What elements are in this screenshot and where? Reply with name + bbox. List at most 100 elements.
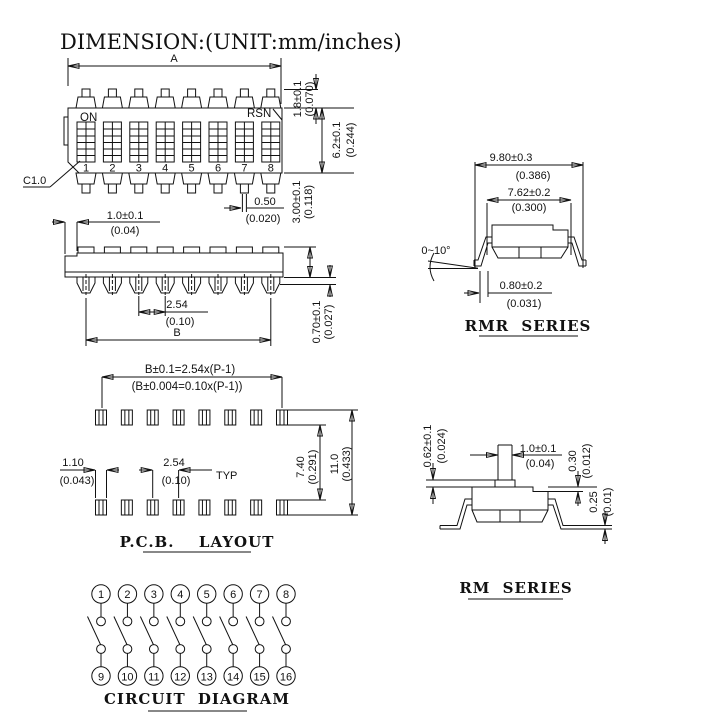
bottom-pin-base [75,172,97,185]
contact-circle [175,616,186,627]
bottom-pin [266,183,276,194]
switch-number: 4 [162,163,168,175]
top-view: A ON RSN C1.0 1.8±0.1 (0.070) 6.2±0.1 (0… [23,53,357,225]
contact-circle [96,616,106,627]
terminal-circle-bottom [249,666,270,686]
pcb-pad [172,499,185,516]
switch-number: 6 [215,163,221,175]
rmr-series-title: RMR SERIES [465,317,592,335]
dim-pin-pitch: 2.54 [166,299,187,311]
dim-row-spacing-in: (0.291) [307,450,319,485]
rsn-label: RSN [247,108,271,120]
bottom-pin [81,183,91,194]
dim-pad-width-in: (0.043) [60,475,95,487]
bottom-pin [160,183,170,194]
bottom-pin-base [154,172,176,185]
side-view: 1.0±0.1 (0.04) 2.54 (0.10) B 3.00±0.1 (0… [52,181,336,346]
pcb-formula-mm: B±0.1=2.54x(P-1) [145,364,236,376]
bottom-pin-base [233,172,255,185]
contact-circle [122,644,133,654]
contact-circle [281,616,291,627]
pcb-pad [198,409,211,426]
side-view-units [76,246,281,295]
switch-number: 1 [83,163,89,175]
side-pin [129,276,149,294]
top-pin [213,88,223,98]
top-pin-base [128,96,150,109]
terminal-circle-bottom [91,666,111,686]
dim-step-height-in: (0.012) [581,444,593,479]
dim-overall-width-in: (0.386) [516,170,551,182]
bottom-pin-base [128,172,150,185]
terminal-number-top: 5 [204,589,210,601]
dim-pin-pitch-in: (0.10) [166,316,195,328]
rmr-series-view: 9.80±0.3 (0.386) 7.62±0.2 (0.300) 0~10° … [421,152,592,337]
top-pin-base [260,96,282,109]
top-pin-base [154,96,176,109]
dim-foot-width-in: (0.031) [507,298,542,310]
dim-body-width: 6.2±0.1 [331,122,343,159]
pcb-pads [95,409,288,516]
switch-number: 5 [189,163,195,175]
top-pin [81,88,91,98]
side-pin [208,276,228,294]
page-title: DIMENSION:(UNIT:mm/inches) [60,30,402,54]
actuator-tab [209,246,227,254]
terminal-circle-bottom [117,666,138,686]
dim-step-width: 1.0±0.1 [107,210,144,222]
contact-circle [228,644,239,654]
actuator-tab [183,246,201,254]
switch-blade [272,616,286,645]
contact-circle [228,616,239,627]
rm-body [471,486,549,511]
rm-lead-left [440,498,472,526]
top-pin-base [181,96,203,109]
dim-actuator-height: 1.8±0.1 [292,81,304,118]
side-bump [63,116,69,146]
dim-standoff-in: (0.01) [602,488,614,517]
pcb-pad [275,409,288,426]
on-label: ON [80,112,97,124]
terminal-circle-bottom [276,666,296,686]
dim-pin-width-in: (0.020) [246,213,281,225]
dim-actuator-height-in: (0.070) [304,82,316,117]
actuator-tab [77,246,95,254]
terminal-number-top: 4 [177,589,183,601]
top-pin [107,88,117,98]
pcb-pad [250,499,263,516]
actuator-tab [262,246,280,254]
switch-number: 2 [109,163,115,175]
top-pin [187,88,197,98]
pcb-pad [120,409,133,426]
top-pin [239,88,249,98]
contact-circle [201,616,212,627]
side-pin [261,276,281,294]
pcb-layout-title: P.C.B. LAYOUT [120,533,275,551]
contact-circle [148,616,159,627]
contact-circle [175,644,186,654]
terminal-number-bottom: 10 [121,671,133,683]
pcb-pad [120,499,133,516]
contact-circle [122,616,133,627]
pcb-pad [146,499,159,516]
terminal-number-top: 3 [151,589,157,601]
pcb-pad [146,409,159,426]
dim-pin-length-in: (0.027) [323,305,335,340]
contact-circle [148,644,159,654]
terminal-number-bottom: 12 [174,671,186,683]
terminal-circle-bottom [170,666,190,686]
switch-number: 7 [241,163,247,175]
side-pin [155,276,175,294]
dim-actuator-width: 1.0±0.1 [520,443,557,455]
dim-pad-pitch-in: (0.10) [162,475,191,487]
terminal-circle-bottom [223,666,243,686]
switch-blade [192,616,207,645]
side-body-outline [64,252,284,278]
dim-lead-angle: 0~10° [421,245,450,257]
top-pin [266,88,276,98]
dim-base-height-in: (0.024) [436,429,448,464]
actuator-tab [103,246,121,254]
contact-circle [96,644,106,654]
